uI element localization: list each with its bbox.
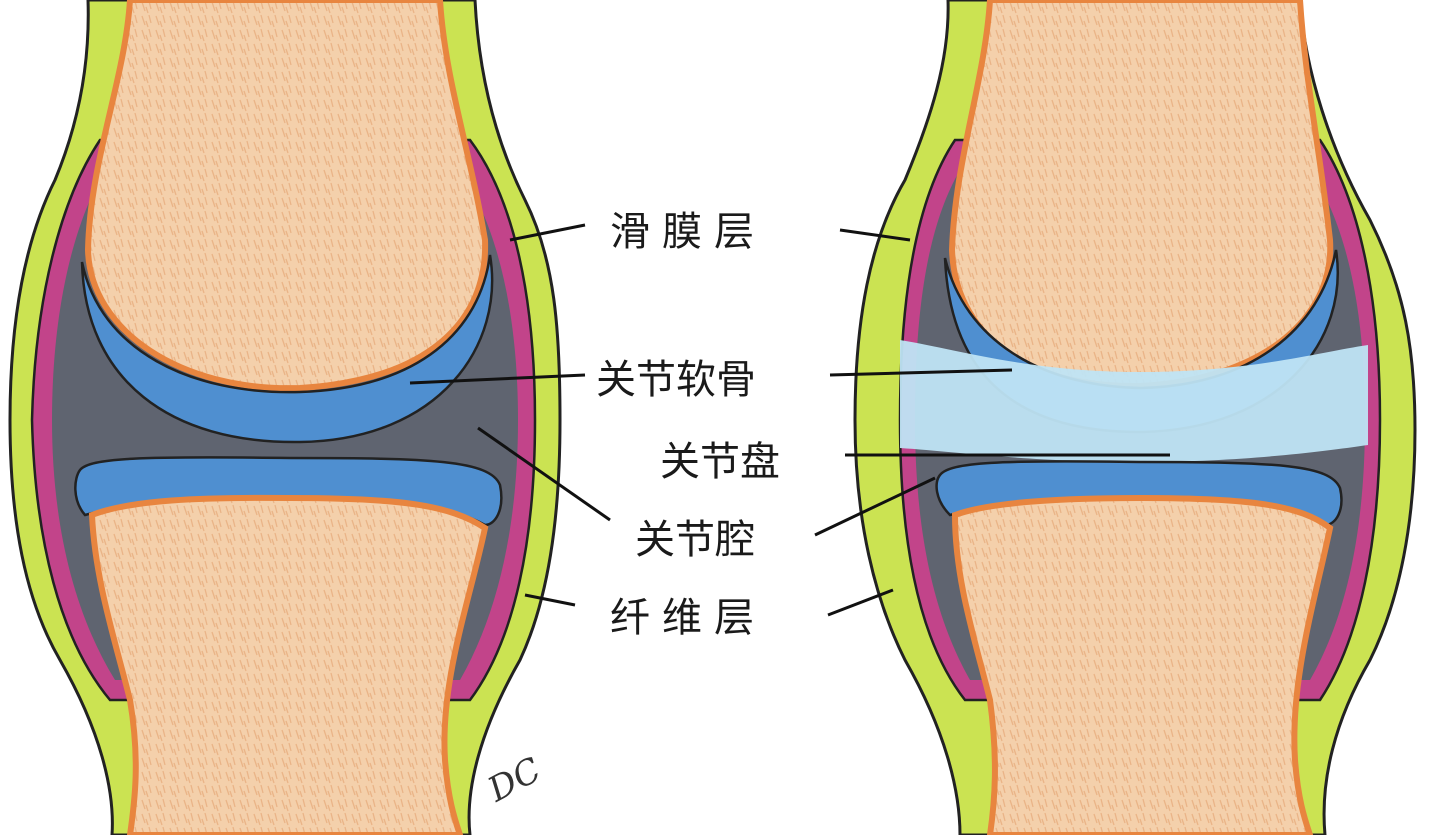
right-fibrous-pointer [827,588,894,617]
label-articular-disc: 关节盘 [660,439,780,485]
label-fibrous-layer: 纤维层 [610,595,766,641]
right-articular-disc [900,340,1368,462]
label-synovial-layer: 滑膜层 [610,209,766,255]
right-upper-bone [948,0,1334,390]
right-cartilage-pointer [829,368,1013,377]
left-cartilage-pointer [409,373,586,385]
right-cavity-pointer [814,476,936,537]
left-fibrous-pointer [524,593,576,607]
left-lower-bone [88,494,489,835]
left-synovial-pointer [509,223,586,242]
label-articular-cartilage: 关节软骨 [596,357,756,403]
right-lower-bone [951,494,1334,835]
left-joint [8,0,611,835]
left-upper-bone [84,0,489,392]
right-joint [814,0,1417,835]
left-upper-cartilage [80,254,494,444]
right-synovial-pointer [839,228,911,242]
label-joint-cavity: 关节腔 [635,517,755,563]
left-cavity-pointer [477,426,611,522]
